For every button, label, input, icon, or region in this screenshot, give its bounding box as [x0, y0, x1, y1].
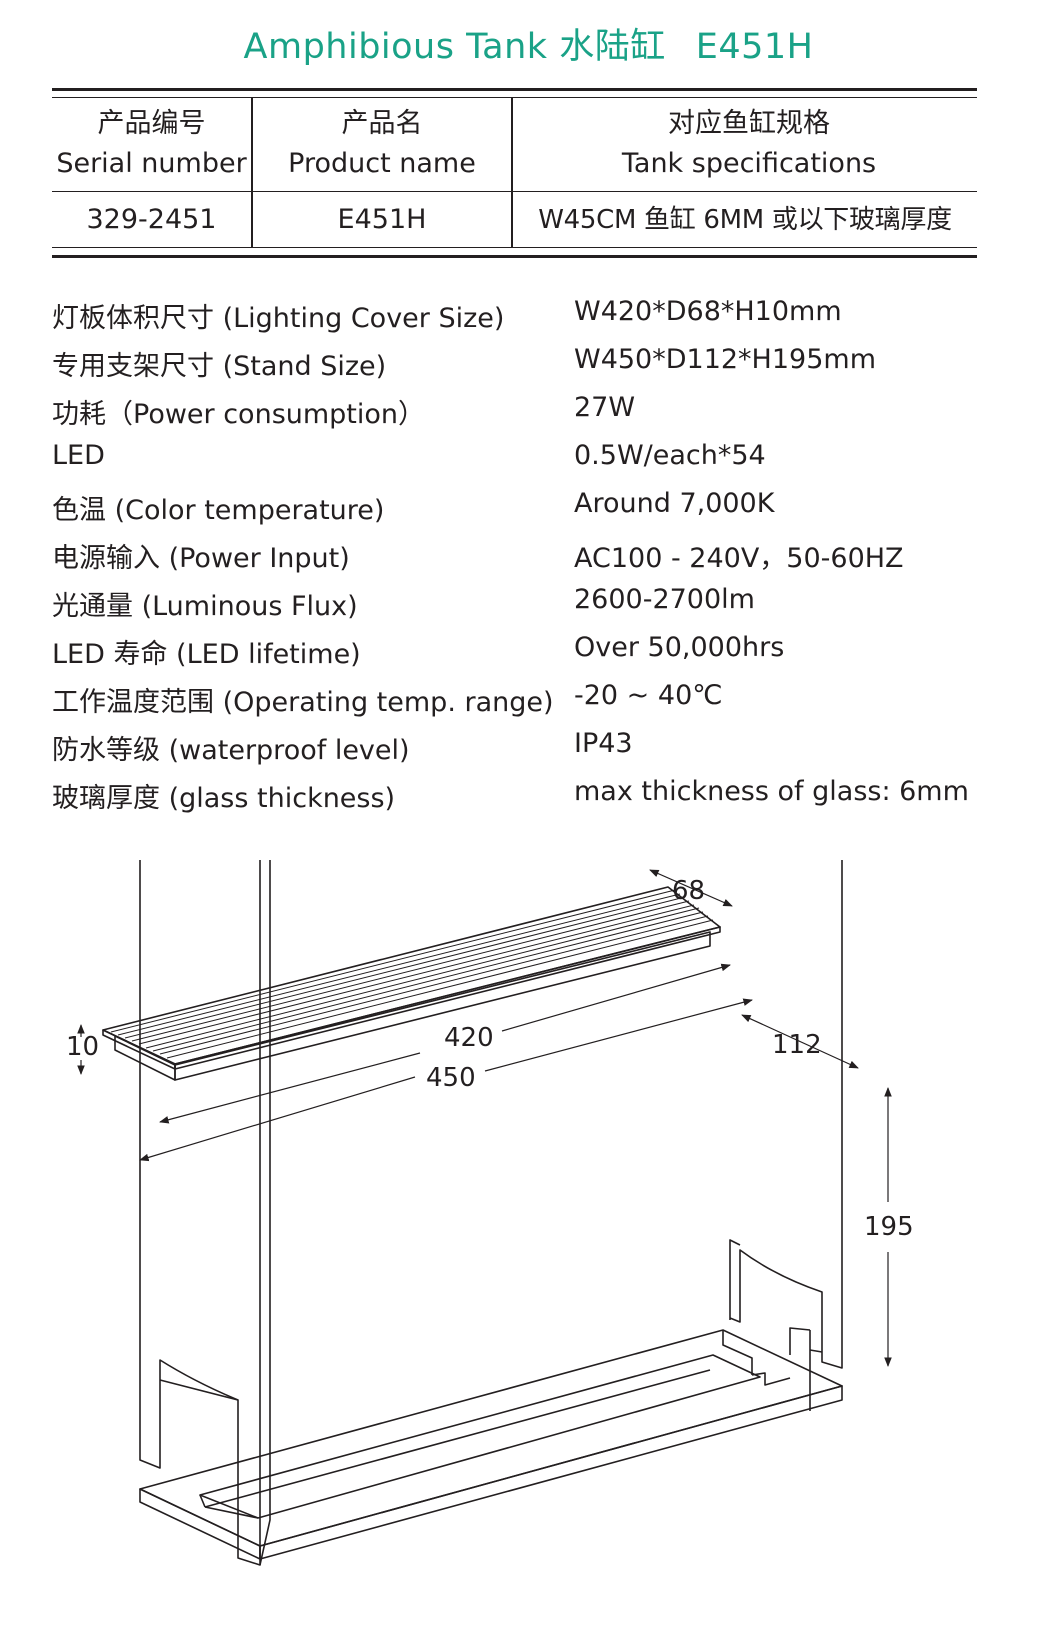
spec-row: 工作温度范围 (Operating temp. range) -20 ~ 40℃: [52, 680, 982, 728]
dim-stand-width-label: 450: [426, 1063, 476, 1093]
dimension-lines: [77, 869, 892, 1367]
spec-value: AC100 - 240V，50-60HZ: [574, 543, 904, 574]
spec-row: 色温 (Color temperature) Around 7,000K: [52, 488, 982, 536]
spec-row: LED 寿命 (LED lifetime) Over 50,000hrs: [52, 632, 982, 680]
dim-light-width-label: 420: [444, 1023, 494, 1053]
cell-tank: W45CM 鱼缸 6MM 或以下玻璃厚度: [538, 205, 952, 235]
spec-value: IP43: [574, 728, 633, 759]
spec-value: W450*D112*H195mm: [574, 344, 876, 375]
spec-row: 玻璃厚度 (glass thickness) max thickness of g…: [52, 776, 982, 824]
table-col-divider: [511, 97, 513, 248]
spec-label: 电源输入 (Power Input): [52, 543, 350, 574]
spec-row: 电源输入 (Power Input) AC100 - 240V，50-60HZ: [52, 536, 982, 584]
spec-row: LED 0.5W/each*54: [52, 440, 982, 488]
title-model: E451H: [695, 27, 814, 67]
header-serial-zh: 产品编号: [97, 108, 206, 139]
header-product-en: Product name: [288, 148, 476, 179]
spec-value: 0.5W/each*54: [574, 440, 766, 471]
table-top-rule: [52, 88, 977, 91]
header-serial-en: Serial number: [56, 148, 247, 179]
dim-stand-height-label: 195: [864, 1212, 914, 1242]
spec-value: Around 7,000K: [574, 488, 775, 519]
spec-label: 工作温度范围 (Operating temp. range): [52, 687, 554, 718]
header-tank-en: Tank specifications: [621, 148, 877, 179]
spec-value: W420*D68*H10mm: [574, 296, 842, 327]
spec-value: max thickness of glass: 6mm: [574, 776, 969, 807]
stand-drawing: [139, 860, 843, 1566]
spec-value: 2600-2700lm: [574, 584, 755, 615]
table-bottom-rule-thin: [52, 247, 977, 249]
spec-label: 色温 (Color temperature): [52, 495, 385, 526]
header-product-zh: 产品名: [341, 108, 423, 139]
header-tank-zh: 对应鱼缸规格: [668, 108, 830, 139]
spec-label: 光通量 (Luminous Flux): [52, 591, 358, 622]
spec-label: 功耗（Power consumption）: [52, 399, 426, 430]
spec-value: Over 50,000hrs: [574, 632, 785, 663]
spec-label: 专用支架尺寸 (Stand Size): [52, 351, 387, 382]
spec-label: 玻璃厚度 (glass thickness): [52, 783, 396, 814]
dim-light-height-label: 10: [66, 1032, 99, 1062]
cell-serial: 329-2451: [86, 204, 217, 235]
spec-row: 灯板体积尺寸 (Lighting Cover Size) W420*D68*H10…: [52, 296, 982, 344]
cell-product: E451H: [337, 204, 427, 235]
spec-label: LED: [52, 440, 105, 471]
table-header-rule: [52, 97, 977, 99]
spec-label: 灯板体积尺寸 (Lighting Cover Size): [52, 303, 505, 334]
page-title: Amphibious Tank 水陆缸 E451H: [0, 18, 1057, 69]
dim-stand-depth-label: 112: [772, 1030, 822, 1060]
table-mid-rule: [52, 191, 977, 193]
spec-label: 防水等级 (waterproof level): [52, 735, 410, 766]
spec-label: LED 寿命 (LED lifetime): [52, 639, 361, 670]
spec-row: 功耗（Power consumption） 27W: [52, 392, 982, 440]
dim-light-depth-label: 68: [672, 876, 705, 906]
spec-row: 专用支架尺寸 (Stand Size) W450*D112*H195mm: [52, 344, 982, 392]
table-bottom-rule: [52, 255, 977, 258]
spec-value: 27W: [574, 392, 636, 423]
spec-row: 防水等级 (waterproof level) IP43: [52, 728, 982, 776]
table-col-divider: [251, 97, 253, 248]
light-cover-grooves: [110, 889, 714, 1059]
spec-row: 光通量 (Luminous Flux) 2600-2700lm: [52, 584, 982, 632]
dimension-drawing: 68 420 10 450 112 195: [66, 860, 914, 1566]
spec-value: -20 ~ 40℃: [574, 680, 723, 711]
title-text: Amphibious Tank 水陆缸: [243, 27, 666, 67]
light-cover-drawing: [102, 886, 721, 1081]
